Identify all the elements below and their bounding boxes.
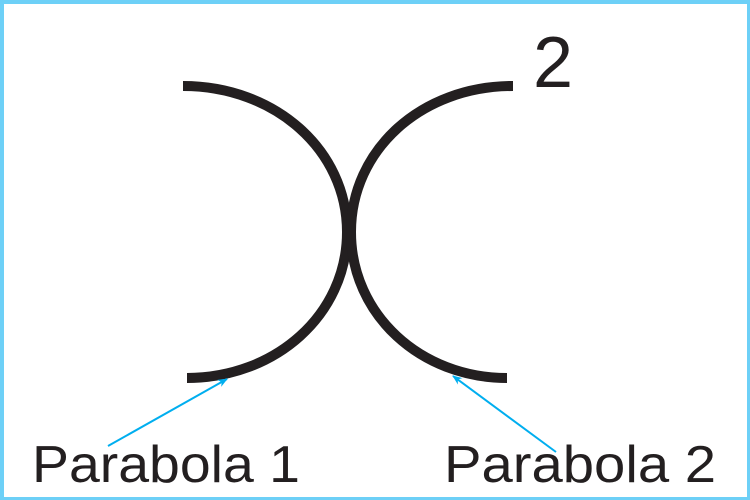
- arrow-parabola-1: [107, 378, 228, 447]
- label-parabola-1: Parabola 1: [32, 436, 300, 494]
- parabola-1-curve: [182, 81, 353, 383]
- label-parabola-2: Parabola 2: [444, 436, 716, 494]
- superscript-2: 2: [533, 23, 573, 103]
- arrow-parabola-2: [452, 375, 557, 453]
- parabola-2-curve: [345, 81, 514, 383]
